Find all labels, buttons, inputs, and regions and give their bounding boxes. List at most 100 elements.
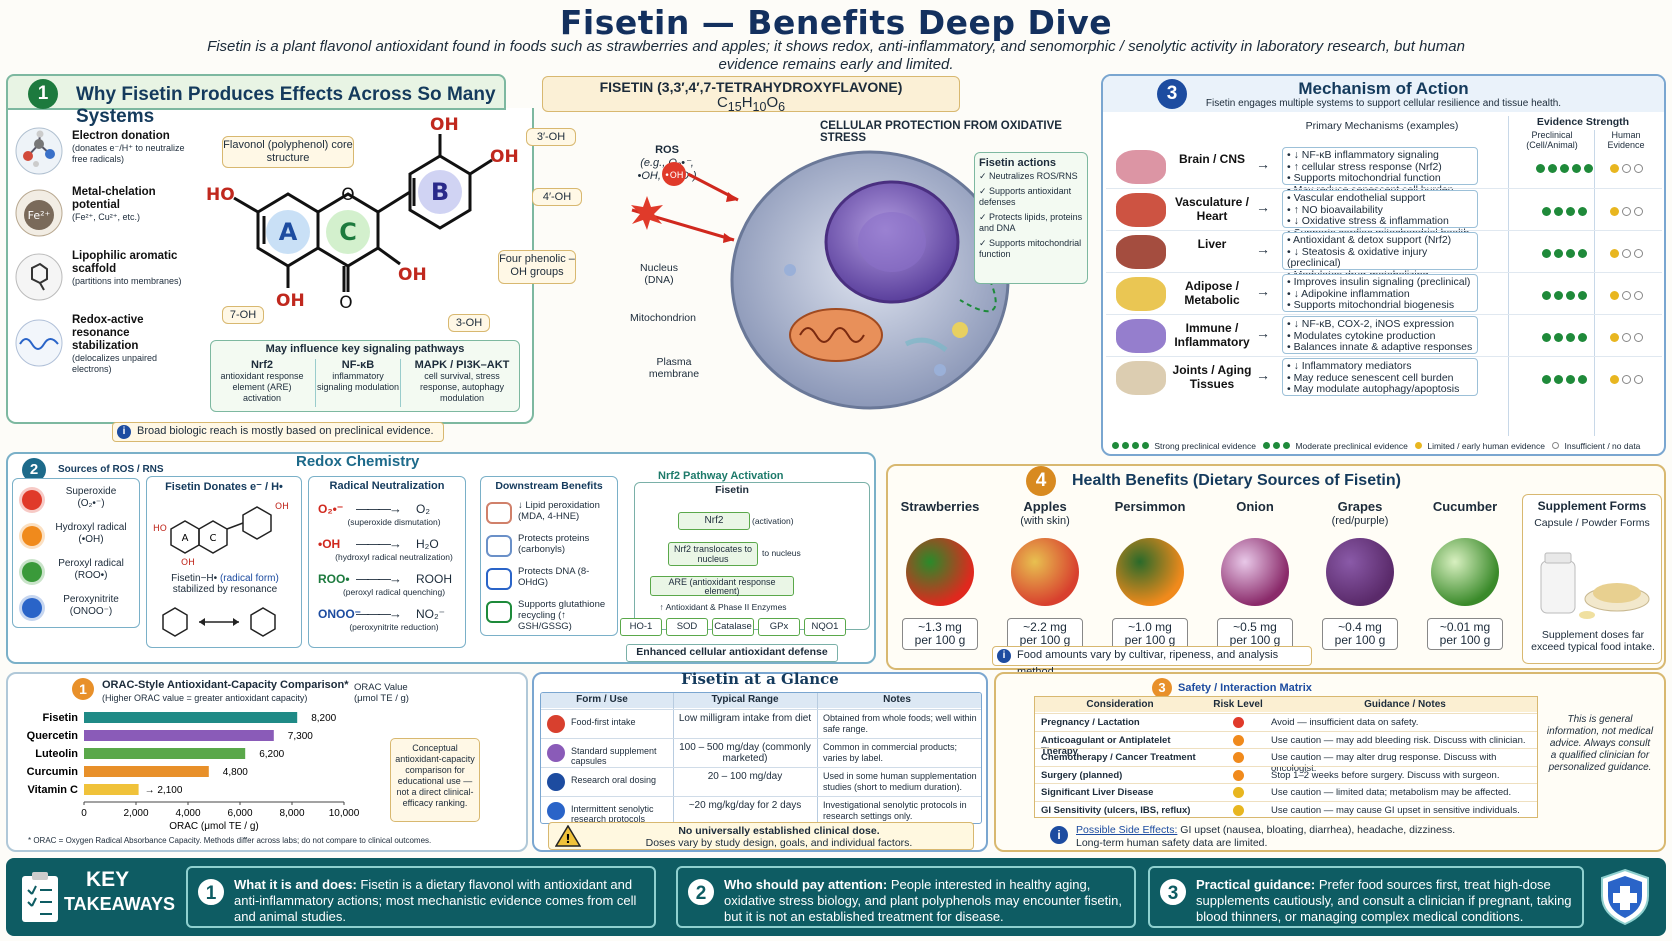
rating-dot [1610,207,1619,216]
safety-guidance: Use caution — may alter drug response. D… [1271,752,1497,775]
safety-consideration: GI Sensitivity (ulcers, IBS, reflux) [1041,805,1191,816]
flask-icon [547,802,565,820]
risk-indicator [1233,734,1244,746]
donate-caption: Fisetin−H• (radical form)stabilized by r… [171,573,279,595]
orac-title: ORAC-Style Antioxidant-Capacity Comparis… [102,679,349,691]
bar [84,784,139,795]
fisetin-actions-box: Fisetin actions ✓ Neutralizes ROS/RNS ✓ … [974,152,1088,284]
mechanism-row: Adipose / Metabolic→Improves insulin sig… [1106,272,1662,314]
recycle-icon [486,601,512,623]
bar [84,766,209,777]
mechanism-row: Brain / CNS→↓ NF-κB inflammatory signali… [1106,146,1662,195]
oh-7: HO [206,185,235,205]
section-1-number: 1 [28,79,58,109]
glance-row: Intermittent senolytic research protocol… [541,796,981,823]
section-3-number: 3 [1157,79,1187,109]
rating-dot [1622,375,1631,384]
carbonyl-oxygen: O [339,293,352,313]
aromatic-ring-icon [15,253,63,301]
ring-a-label: A [279,218,298,246]
rating-dot [1622,207,1631,216]
brain-icon [1116,150,1166,184]
arrow-icon: → [1256,156,1270,172]
page-subtitle: Fisetin is a plant flavonol antioxidant … [207,38,1465,73]
reaction-desc: (hydroxyl radical neutralization) [335,552,453,562]
property-title: Metal-chelation potential [72,186,156,211]
safety-guidance: Stop 1–2 weeks before surgery. Discuss w… [1271,769,1500,781]
bar-category-label: Luteolin [35,748,78,760]
mechanism-row: Joints / Aging Tissues→↓ Inflammatory me… [1106,356,1662,398]
human-rating [1598,329,1658,347]
bar-category-label: Curcumin [27,766,79,778]
immune-cell-icon [1116,319,1166,353]
enzyme-box: Catalase [712,618,754,636]
takeaways-title: KEY TAKEAWAYS [64,868,176,914]
mechanism-item: Supports mitochondrial biogenesis [1287,299,1473,312]
safety-guidance: Use caution — may add bleeding risk. Dis… [1271,734,1526,746]
human-rating [1598,160,1658,178]
rating-dot [1566,333,1575,342]
rating-dot [1542,249,1551,258]
ros-item: Peroxyl radical(ROO•) [16,556,136,590]
glance-header: Typical Range [711,694,779,705]
downstream-item: Protects proteins (carbonyls) [484,531,618,563]
nrf2-step: ↑ Antioxidant & Phase II Enzymes [659,602,787,612]
bar-category-label: Quercetin [27,730,79,742]
side-effects-label: Possible Side Effects: [1076,824,1178,836]
svg-text:HO: HO [153,524,167,534]
strawberry-icon [892,532,988,612]
enzyme-box: HO-1 [620,618,662,636]
grapes-icon [1312,532,1408,612]
rating-dot [1578,207,1587,216]
rating-dot [1622,333,1631,342]
food-name: Onion [1236,499,1274,514]
svg-text:OH: OH [181,558,195,568]
reaction-desc: (peroxynitrite reduction) [349,622,439,632]
ring-b-label: B [431,178,449,206]
safety-disclaimer: This is general information, not medical… [1546,714,1654,773]
property-desc: (Fe²⁺, Cu²⁺, etc.) [72,212,141,222]
pathway-name: Nrf2 [250,359,273,371]
col-human-header: Human Evidence [1607,130,1645,150]
dna-icon [486,568,512,590]
food-name: Strawberries [900,499,980,514]
rating-dot [1554,207,1563,216]
nrf2-step: Nrf2 translocates to nucleus [668,542,758,566]
system-name: Liver [1197,237,1227,251]
action-item: ✓ Supports antioxidant defenses [979,186,1072,207]
glance-title: Fisetin at a Glance [681,670,839,688]
nrf2-side-activation: (activation) [752,516,794,526]
mechanism-item: ↓ NF-κB inflammatory signaling [1287,149,1473,162]
x-tick-label: 0 [81,808,87,819]
section-3-header: 3 Mechanism of Action Fisetin engages mu… [1103,76,1664,112]
arrow-icon: → [1256,241,1270,257]
food-name: Cucumber [1432,499,1498,514]
col-primary-header: Primary Mechanisms (examples) [1305,120,1459,132]
section-2-title: Redox Chemistry [296,453,420,470]
key-takeaways: KEY TAKEAWAYS 1 What it is and does: Fis… [6,858,1666,936]
reaction-arrow: ———→ [356,571,402,586]
mechanism-item: Improves insulin signaling (preclinical) [1287,276,1473,289]
mechanism-row: Liver → Antioxidant & detox support (Nrf2)… [1106,230,1662,292]
supplement-sub: Capsule / Powder Forms [1534,517,1650,529]
mechanism-item: ↓ Steatosis & oxidative injury (preclini… [1287,246,1473,270]
tag-3-oh: 3-OH [448,314,490,332]
property-desc: (partitions into membranes) [72,276,182,286]
bar-value-label: 6,200 [259,749,284,760]
property-desc: (delocalizes unpaired electrons) [72,353,158,374]
mechanism-item: Antioxidant & detox support (Nrf2) [1287,234,1473,247]
risk-indicator [1233,805,1244,816]
action-item: ✓ Neutralizes ROS/RNS [979,171,1078,181]
heart-icon [1116,193,1166,227]
svg-text:A: A [182,533,189,544]
preclinical-rating [1526,245,1606,263]
ros-name: Peroxynitrite [63,594,119,605]
molecule-name: FISETIN (3,3′,4′,7-TETRAHYDROXYFLAVONE) [599,79,903,95]
reaction: ONOO⁻———→NO₂⁻(peroxynitrite reduction) [312,605,462,639]
bar-category-label: Vitamin C [27,784,78,796]
mechanism-item: Vascular endothelial support [1287,192,1473,205]
